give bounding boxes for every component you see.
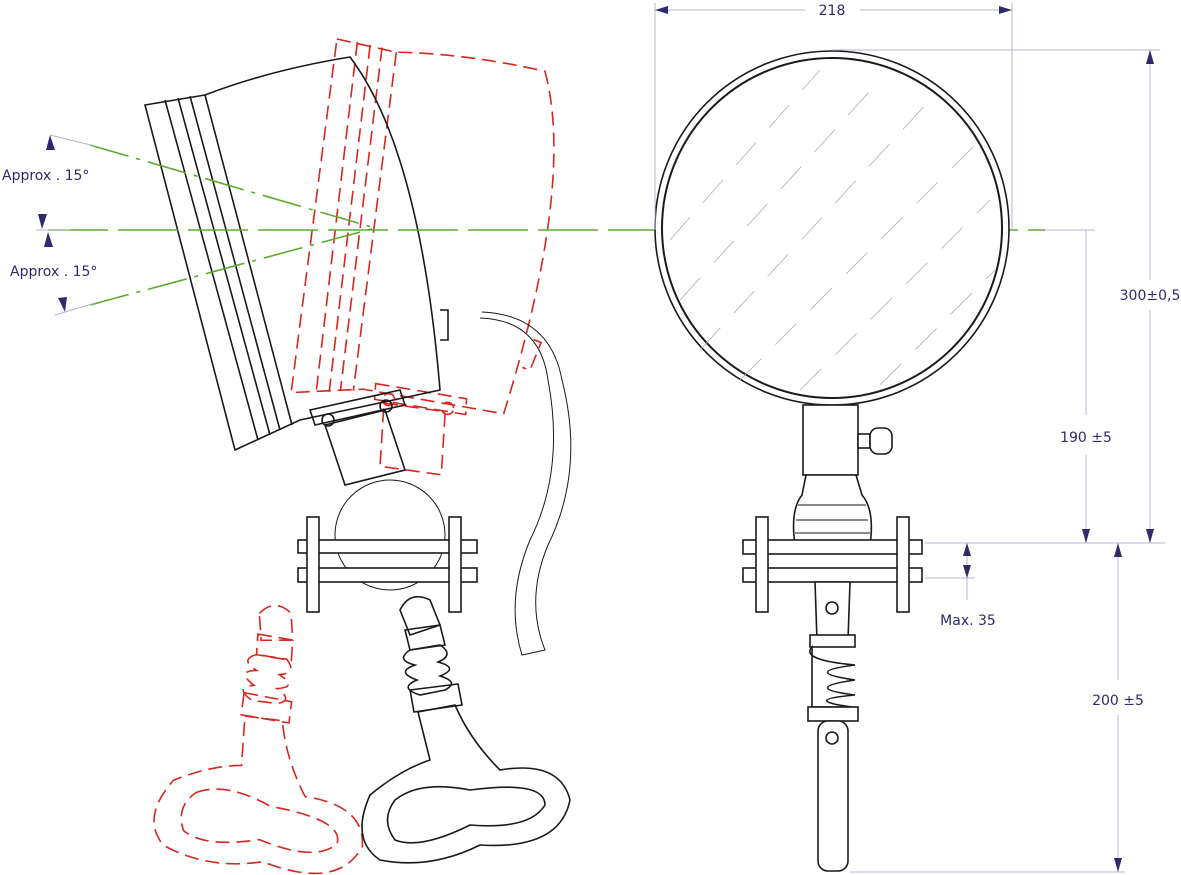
alternate-position-red-dashed (144, 0, 637, 875)
side-view-lamp-head (144, 56, 449, 486)
tilt-up-label: Approx . 15° (2, 168, 89, 184)
width-dimension: 218 (819, 3, 846, 19)
front-view (654, 50, 1010, 872)
neck-dimension: 190 ±5 (1060, 430, 1112, 446)
handle-dimension: 200 ±5 (1092, 693, 1144, 709)
power-cable (479, 311, 572, 656)
lens-glass-hatching (669, 69, 996, 391)
tilt-down-label: Approx . 15° (10, 264, 97, 280)
beam-axis-lines (48, 144, 1045, 306)
tilt-dimension (36, 134, 96, 316)
height-dimension: 300±0,5 (1120, 288, 1181, 304)
side-view-handle (361, 595, 571, 864)
side-view-clamp (297, 479, 478, 613)
clamp-dimension: Max. 35 (940, 613, 996, 629)
dimension-lines (654, 3, 1165, 873)
